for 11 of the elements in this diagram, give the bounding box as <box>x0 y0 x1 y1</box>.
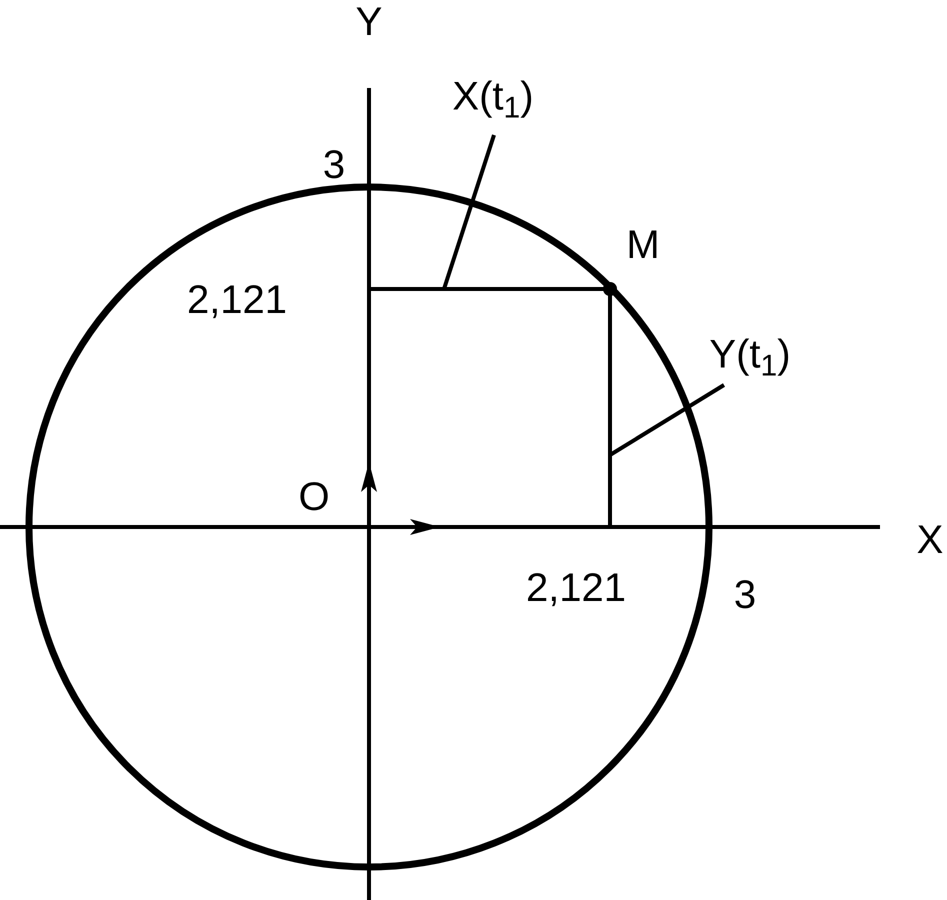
axis-label: Y <box>356 2 382 42</box>
origin-label: O <box>298 477 330 517</box>
axis-label: X <box>916 520 944 560</box>
tick-value: 2,121 <box>186 280 288 320</box>
tick-value: 3 <box>734 575 756 615</box>
curve-label: X(t$_{1}$) <box>452 76 534 124</box>
curve-label: Y(t$_{1}$) <box>709 334 791 382</box>
tick-value: 3 <box>322 145 346 185</box>
leader-line <box>442 134 496 290</box>
tick-value: 2,121 <box>526 568 626 608</box>
point-label: M <box>626 225 660 265</box>
